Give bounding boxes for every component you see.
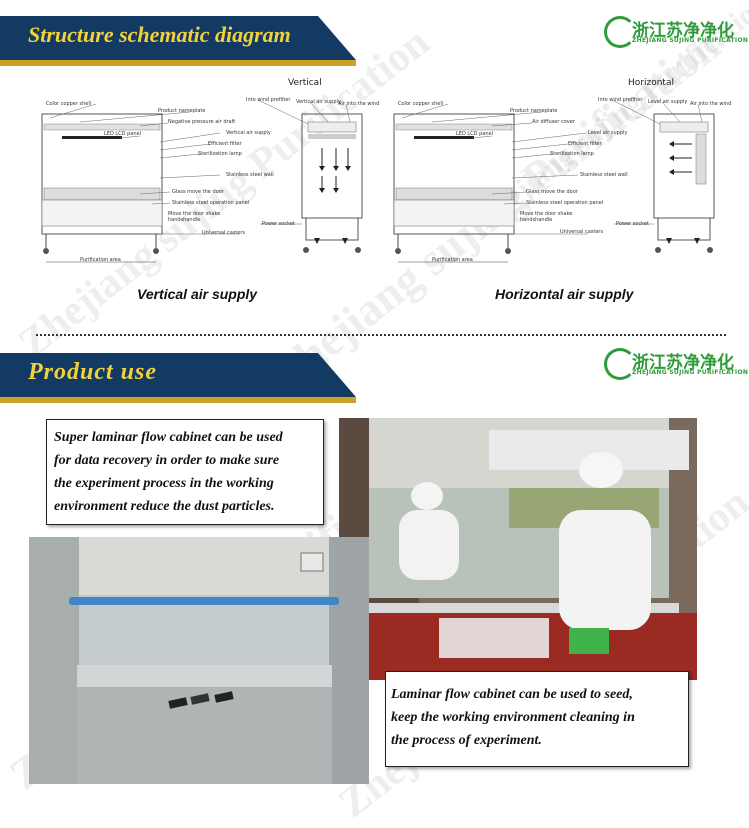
vertical-diagram-drawing [41,99,363,263]
logo-chinese-name: 浙江苏净净化 [632,21,734,41]
diagram-label: Glass move the door [172,189,224,195]
logo-chinese-name: 浙江苏净净化 [632,353,734,373]
diagram-label: Move the door shake handshandle [168,211,221,223]
banner-accent [0,397,356,403]
logo-english-name: ZHEJIANG SUJING PURIFICATION [632,369,749,376]
lab-photo-drawing [339,418,697,680]
section-banner [0,353,356,397]
diagram-label: Stainless steel operation panel [526,200,604,206]
diagram-label: Into wind prefilter [598,97,643,103]
diagram-label: Level air supply [648,99,688,105]
description-line: the process of experiment. [391,733,542,748]
diagram-label: Product nameplate [510,108,558,114]
section-divider [36,334,726,336]
diagram-label: Purification area [432,257,473,263]
section-title: Product use [28,359,158,385]
horizontal-heading: Horizontal [628,78,674,88]
description-line: for data recovery in order to make sure [54,453,280,468]
diagram-label: LED LCD panel [456,131,493,137]
diagram-label: Vertical air supply [296,99,341,105]
diagram-label: Sterilization lamp [550,151,594,157]
cabinet-photo-drawing [29,537,369,784]
diagram-label: Air into the wind [338,101,380,107]
vertical-diagram: Vertical Color copper shell Product name… [40,70,380,270]
diagram-label: Stainless steel wall [580,172,628,178]
description-line: Super laminar flow cabinet can be used [54,430,283,445]
diagram-label: Level air supply [588,130,628,136]
diagram-label: Sterilization lamp [198,151,242,157]
logo-english-name: ZHEJIANG SUJING PURIFICATION [632,37,749,44]
section-title: Structure schematic diagram [28,22,291,47]
horizontal-caption: Horizontal air supply [495,286,634,302]
diagram-label: LED LCD panel [104,131,141,137]
lab-photo [339,418,697,680]
description-line: Laminar flow cabinet can be used to seed… [391,687,633,702]
horizontal-diagram-drawing [393,99,715,263]
diagram-label: Stainless steel wall [226,172,274,178]
vertical-heading: Vertical [288,78,322,88]
diagram-label: Universal casters [560,229,604,235]
diagram-label: Efficient filter [568,141,602,147]
company-logo: 浙江苏净净化 ZHEJIANG SUJING PURIFICATION [604,14,748,50]
diagram-label: Move the door shake handshandle [520,211,573,223]
horizontal-diagram: Horizontal Color copper shell Product na… [392,70,732,270]
description-line: keep the working environment cleaning in [391,710,635,725]
company-logo: 浙江苏净净化 ZHEJIANG SUJING PURIFICATION [604,346,748,382]
diagram-label: Vertical air supply [226,130,271,136]
diagram-label: Color copper shell [46,101,92,107]
logo-mark [604,16,636,48]
diagram-label: Stainless steel operation panel [172,200,250,206]
diagram-label: Into wind prefilter [246,97,291,103]
diagram-label: Air into the wind [690,101,732,107]
diagram-label: Purification area [80,257,121,263]
cabinet-photo [29,537,369,784]
diagram-label: Universal casters [202,230,246,236]
diagram-label: Power socket [616,221,649,227]
diagram-label: Air diffuser cover [532,119,575,125]
description-line: environment reduce the dust particles. [54,499,275,514]
use-description-box: Laminar flow cabinet can be used to seed… [385,671,689,767]
use-description-box: Super laminar flow cabinet can be used f… [46,419,324,525]
banner-accent [0,60,356,66]
diagram-label: Power socket [262,221,295,227]
diagram-label: Product nameplate [158,108,206,114]
description-line: the experiment process in the working [54,476,274,491]
diagram-label: Color copper shell [398,101,444,107]
diagram-label: Negative pressure air draft [168,119,236,125]
vertical-caption: Vertical air supply [137,286,258,302]
diagram-label: Efficient filter [208,141,242,147]
section-banner [0,16,356,60]
diagram-label: Glass move the door [526,189,578,195]
logo-mark [604,348,636,380]
